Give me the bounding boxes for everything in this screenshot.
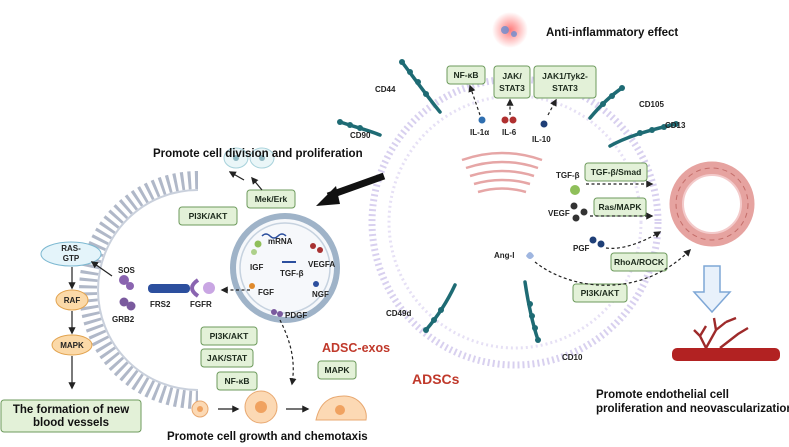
ang1-factor-icon bbox=[526, 252, 534, 259]
anti-inflammatory-heading: Anti-inflammatory effect bbox=[546, 27, 678, 39]
svg-text:RAS-: RAS- bbox=[61, 244, 81, 253]
box-nfkb-exo: NF-κB bbox=[216, 371, 258, 391]
box-tgfb-smad: TGF-β/Smad bbox=[584, 162, 648, 182]
cargo-fgf: FGF bbox=[258, 288, 274, 297]
exos-label: ADSC-exos bbox=[322, 341, 390, 355]
svg-text:RAF: RAF bbox=[64, 296, 81, 305]
svg-text:STAT3: STAT3 bbox=[552, 83, 578, 93]
svg-text:PI3K/AKT: PI3K/AKT bbox=[210, 331, 250, 341]
cytokine-il10: IL-10 bbox=[532, 135, 551, 144]
golgi-icon bbox=[461, 151, 543, 194]
svg-text:NF-κB: NF-κB bbox=[224, 376, 249, 386]
cargo-mrna: mRNA bbox=[268, 237, 293, 246]
box-rhoa-rock: RhoA/ROCK bbox=[610, 252, 668, 272]
cytokine-il6: IL-6 bbox=[502, 128, 517, 137]
factor-ang1: Ang-I bbox=[494, 251, 514, 260]
endothelial-heading-line2: proliferation and neovascularization bbox=[596, 403, 789, 415]
cell-growth-icons bbox=[191, 390, 367, 424]
signal-frs2: FRS2 bbox=[150, 300, 171, 309]
marker-cd44: CD44 bbox=[375, 85, 396, 94]
svg-text:Ras/MAPK: Ras/MAPK bbox=[599, 202, 643, 212]
target-cell-membrane bbox=[79, 171, 199, 409]
signal-grb2: GRB2 bbox=[112, 315, 135, 324]
signal-sos: SOS bbox=[118, 266, 136, 275]
mrna-icon bbox=[261, 233, 287, 239]
cargo-vegfa: VEGFA bbox=[308, 260, 335, 269]
factor-pgf: PGF bbox=[573, 244, 590, 253]
receptor-chains bbox=[338, 60, 678, 342]
marker-cd10: CD10 bbox=[562, 353, 583, 362]
svg-text:PI3K/AKT: PI3K/AKT bbox=[189, 211, 229, 221]
sos-protein-icon bbox=[119, 275, 134, 290]
box-mek-erk: Mek/Erk bbox=[246, 189, 296, 209]
box-pi3k-akt-exo: PI3K/AKT bbox=[200, 326, 258, 346]
box-jak-stat3: JAK/ STAT3 bbox=[493, 65, 531, 99]
neovascular-vessel-icon bbox=[672, 316, 780, 361]
svg-text:NF-κB: NF-κB bbox=[453, 70, 478, 80]
grb2-protein-icon bbox=[119, 297, 136, 311]
marker-cd105: CD105 bbox=[639, 100, 664, 109]
box-pi3k-akt-left: PI3K/AKT bbox=[178, 206, 238, 226]
svg-text:STAT3: STAT3 bbox=[499, 83, 525, 93]
svg-text:blood vessels: blood vessels bbox=[33, 417, 109, 429]
box-nfkb-top: NF-κB bbox=[446, 65, 486, 85]
svg-text:JAK1/Tyk2-: JAK1/Tyk2- bbox=[542, 71, 588, 81]
box-jak1-tyk2-stat3: JAK1/Tyk2- STAT3 bbox=[533, 65, 597, 99]
svg-text:MAPK: MAPK bbox=[60, 341, 84, 350]
adscs-label: ADSCs bbox=[412, 371, 460, 387]
svg-text:RhoA/ROCK: RhoA/ROCK bbox=[614, 257, 665, 267]
tgfb-factor-icon bbox=[570, 185, 580, 195]
svg-text:Mek/Erk: Mek/Erk bbox=[255, 194, 288, 204]
factor-vegf: VEGF bbox=[548, 209, 570, 218]
box-jak-stat: JAK/STAT bbox=[200, 348, 254, 368]
factor-tgfb: TGF-β bbox=[556, 171, 580, 180]
cargo-ngf: NGF bbox=[312, 290, 329, 299]
receptor-beads bbox=[337, 59, 679, 343]
box-ras-mapk: Ras/MAPK bbox=[593, 197, 647, 217]
box-pi3k-akt-right: PI3K/AKT bbox=[572, 283, 628, 303]
cargo-pdgf: PDGF bbox=[285, 311, 307, 320]
raf-node: RAF bbox=[55, 289, 89, 311]
division-heading: Promote cell division and proliferation bbox=[153, 148, 363, 160]
marker-cd13: CD13 bbox=[665, 121, 686, 130]
mapk-node: MAPK bbox=[51, 334, 93, 356]
cargo-igf: IGF bbox=[250, 263, 263, 272]
marker-cd90: CD90 bbox=[350, 131, 371, 140]
vessel-ring-icon bbox=[669, 161, 755, 247]
svg-text:GTP: GTP bbox=[63, 254, 80, 263]
svg-text:MAPK: MAPK bbox=[324, 365, 350, 375]
cytokine-il1a: IL-1α bbox=[470, 128, 489, 137]
marker-cd49d: CD49d bbox=[386, 309, 411, 318]
inflammation-glow-icon bbox=[492, 12, 528, 48]
svg-text:The formation of new: The formation of new bbox=[13, 404, 129, 416]
endothelial-heading-line1: Promote endothelial cell bbox=[596, 389, 729, 401]
receptor-cd44-icon bbox=[400, 60, 442, 114]
growth-heading: Promote cell growth and chemotaxis bbox=[167, 431, 368, 443]
ras-gtp-node: RAS- GTP bbox=[40, 241, 102, 267]
svg-text:TGF-β/Smad: TGF-β/Smad bbox=[591, 167, 642, 177]
receptor-cd105-icon bbox=[588, 86, 624, 120]
cargo-tgfb: TGF-β bbox=[280, 269, 304, 278]
new-vessels-box: The formation of new blood vessels bbox=[0, 399, 142, 433]
down-arrow-icon bbox=[692, 265, 732, 314]
box-mapk-exo: MAPK bbox=[317, 360, 357, 380]
svg-text:PI3K/AKT: PI3K/AKT bbox=[581, 288, 621, 298]
svg-text:JAK/: JAK/ bbox=[502, 71, 522, 81]
dividing-cells-icon bbox=[223, 147, 275, 169]
receptor-cd10-icon bbox=[523, 280, 540, 342]
svg-text:JAK/STAT: JAK/STAT bbox=[207, 353, 248, 363]
adsc-cell bbox=[368, 75, 662, 369]
fgfr-receptor-icon bbox=[148, 278, 215, 298]
signal-fgfr: FGFR bbox=[190, 300, 212, 309]
